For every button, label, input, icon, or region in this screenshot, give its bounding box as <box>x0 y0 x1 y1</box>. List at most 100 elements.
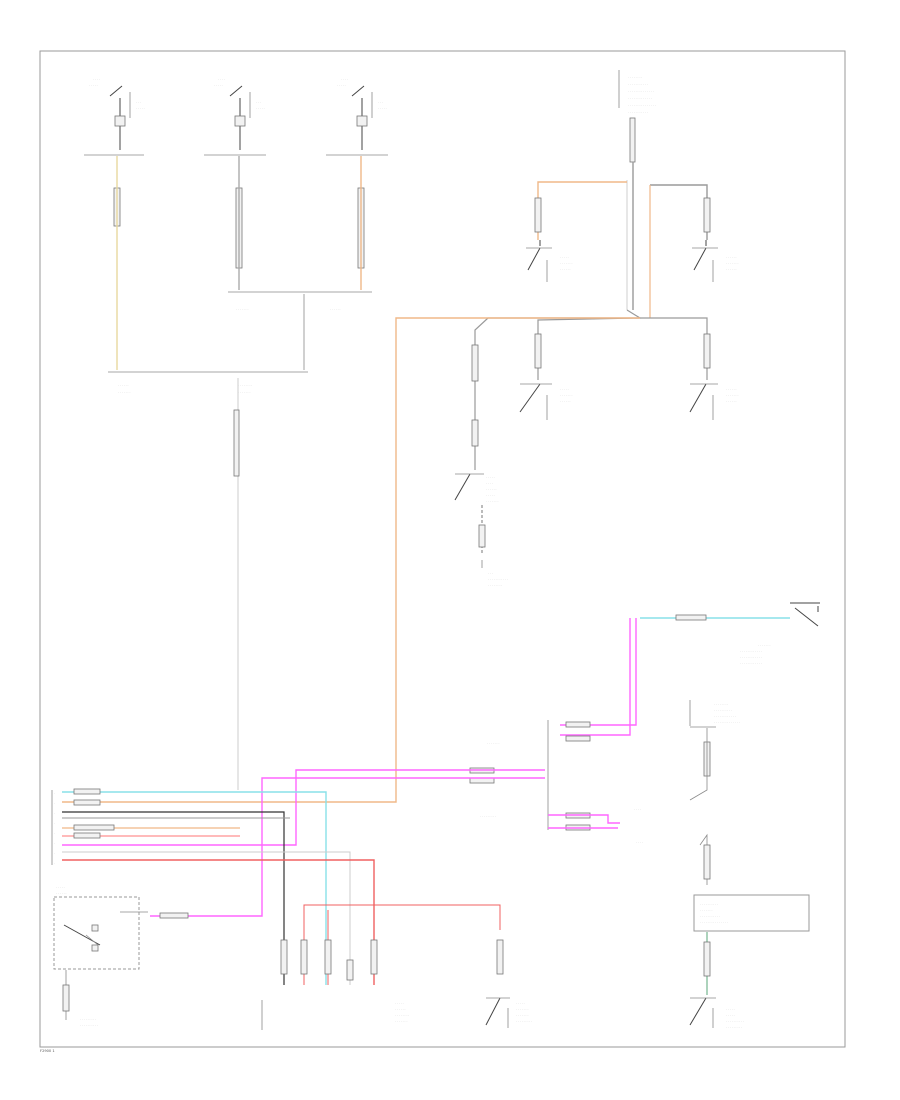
liftgate-switch: · · · · · · · · · · · · · · · · · · · · … <box>454 344 508 587</box>
svg-text:· · · · · · · · · · · · · ·: · · · · · · · · · · · · · · <box>714 720 740 724</box>
svg-text:· · · · · ·: · · · · · · <box>330 307 341 311</box>
svg-text:· · · · ·: · · · · · <box>726 1007 735 1011</box>
svg-text:· · · · · · ·: · · · · · · · <box>758 643 770 647</box>
svg-text:· · ·: · · · <box>136 100 141 104</box>
svg-text:· · · · · · · · ·: · · · · · · · · · <box>516 1019 532 1023</box>
svg-text:· · · · · · ·: · · · · · · · <box>395 1019 407 1023</box>
svg-text:· · · · ·: · · · · · <box>726 1013 735 1017</box>
diagram-frame <box>39 50 846 1048</box>
svg-text:·: · <box>54 851 55 855</box>
svg-text:· · · ·: · · · · <box>341 77 348 81</box>
svg-text:· · · · · · ·: · · · · · · · <box>516 1013 528 1017</box>
svg-text:·: · <box>54 811 55 815</box>
bottom-switch-1: · · · · · · · · · · · · · · · · · · · · … <box>395 1001 409 1023</box>
svg-text:· · · · · · · · ·: · · · · · · · · · <box>80 1017 96 1021</box>
svg-text:· · · · · · ·: · · · · · · · <box>560 393 572 397</box>
svg-text:· · · · · · · · · · ·: · · · · · · · · · · · <box>700 914 720 918</box>
svg-text:· · · · · · · · · · ·: · · · · · · · · · · · <box>488 577 508 581</box>
svg-text:· · · · ·: · · · · · <box>337 83 346 87</box>
svg-text:· · · · · ·: · · · · · · <box>726 267 737 271</box>
svg-text:· · · · · · · · · ·: · · · · · · · · · · <box>80 1023 98 1027</box>
svg-text:·: · <box>54 831 55 835</box>
feed-connector: · · · · · · · · · · · · · · · · · · · · … <box>618 70 656 163</box>
svg-text:· · · · ·: · · · · · <box>89 83 98 87</box>
svg-text:· · · · · · · ·: · · · · · · · · <box>714 702 728 706</box>
svg-text:· · · · · · ·: · · · · · · · <box>700 908 712 912</box>
svg-text:· · · · · ·: · · · · · · <box>56 891 67 895</box>
svg-text:·: · <box>54 821 55 825</box>
svg-text:· · · · ·: · · · · · <box>560 255 569 259</box>
svg-text:·: · <box>54 841 55 845</box>
svg-text:· · · · · ·: · · · · · · <box>560 267 571 271</box>
harness-bundle <box>62 788 504 985</box>
svg-text:· · · ·: · · · · <box>636 840 643 844</box>
door-switch-3: · · · · · · · · · · · · · · · · · <box>326 77 388 269</box>
svg-text:· · · · ·: · · · · · <box>378 106 387 110</box>
svg-text:· · · · · · ·: · · · · · · · <box>118 390 130 394</box>
door-switch-1: · · · · · · · · · · · · · · · · · <box>84 77 145 227</box>
svg-text:· · · · · · ·: · · · · · · · <box>726 261 738 265</box>
svg-text:· · · · · · · · · · · ·: · · · · · · · · · · · · <box>740 661 762 665</box>
svg-text:· · · · · · · · · · · · · ·: · · · · · · · · · · · · · · <box>628 89 654 93</box>
svg-text:· · · · · · · · ·: · · · · · · · · · <box>480 814 496 818</box>
svg-text:· · · · · · · · · · ·: · · · · · · · · · · · <box>628 82 648 86</box>
svg-text:· · · ·: · · · · <box>486 481 493 485</box>
svg-text:· · · · ·: · · · · · <box>486 475 495 479</box>
door-switch-lf: · · · · · · · · · · · · · · · · · · <box>526 197 572 282</box>
svg-text:· · · · · · · ·: · · · · · · · · <box>628 75 642 79</box>
svg-text:· · · · · · · ·: · · · · · · · · <box>395 1013 409 1017</box>
door-switch-rr: · · · · · · · · · · · · · · · · · · · <box>689 333 738 420</box>
svg-text:· · · · · ·: · · · · · · <box>486 487 497 491</box>
svg-text:· · · · · · · · · · ·: · · · · · · · · · · · <box>628 110 648 114</box>
door-switch-group: · · · · · · · · · · · · · · · · · · · · … <box>84 77 388 269</box>
svg-text:· · · · · ·: · · · · · · <box>726 387 737 391</box>
svg-text:· · · ·: · · · · <box>218 77 225 81</box>
svg-text:· · ·: · · · <box>378 100 383 104</box>
svg-text:· · · · ·: · · · · · <box>256 106 265 110</box>
svg-text:· · · · · · · ·: · · · · · · · · <box>488 583 502 587</box>
svg-text:· · · · · · ·: · · · · · · · <box>486 499 498 503</box>
svg-text:· · · · · · · · · · · ·: · · · · · · · · · · · · <box>740 649 762 653</box>
svg-text:· · · · · · · · · · · · ·: · · · · · · · · · · · · · <box>628 96 652 100</box>
svg-text:· · · · · · ·: · · · · · · · <box>516 1007 528 1011</box>
svg-text:· · · · ·: · · · · · <box>214 83 223 87</box>
svg-text:· · · ·: · · · · <box>634 807 641 811</box>
wire-orange-long <box>62 317 640 803</box>
svg-text:· · · · ·: · · · · · <box>486 493 495 497</box>
svg-text:·: · <box>54 861 55 865</box>
svg-text:· · · ·: · · · · <box>93 77 100 81</box>
svg-text:· · ·: · · · <box>488 571 493 575</box>
svg-text:· · · · · · ·: · · · · · · · <box>236 307 248 311</box>
diagram-footer-id: F2900 1 <box>40 1049 55 1053</box>
svg-text:·: · <box>54 791 55 795</box>
svg-text:· · · · ·: · · · · · <box>56 885 65 889</box>
svg-text:· · · · · · ·: · · · · · · · <box>487 741 499 745</box>
svg-text:· · · · · ·: · · · · · · <box>560 399 571 403</box>
svg-text:· · · · · ·: · · · · · · <box>726 399 737 403</box>
hood-switch: · · · · · · · · · · · · · · · · · · · · … <box>740 602 820 665</box>
svg-text:· · · · · ·: · · · · · · <box>395 1007 406 1011</box>
svg-text:· · · · · ·: · · · · · · <box>726 255 737 259</box>
svg-text:· · ·: · · · <box>256 100 261 104</box>
svg-text:· · · · · · ·: · · · · · · · <box>726 393 738 397</box>
svg-text:· · · · · ·: · · · · · · <box>118 383 129 387</box>
svg-text:· · · · · · · · · · · · · · ·: · · · · · · · · · · · · · · · <box>700 920 728 924</box>
svg-text:· · · · · · · · · · · ·: · · · · · · · · · · · · <box>740 655 762 659</box>
module-pin-column: · · · · · · · · <box>51 790 55 865</box>
svg-text:·: · <box>54 801 55 805</box>
svg-text:· · · · · · · · · · · ·: · · · · · · · · · · · · <box>714 714 736 718</box>
svg-text:· · · · · · · · · ·: · · · · · · · · · · <box>726 1019 744 1023</box>
svg-text:· · · · · · ·: · · · · · · · <box>238 390 250 394</box>
door-switch-lr: · · · · · · · · · · · · · · · · · · <box>519 333 572 420</box>
ignition-switch: · · · · · · · · · · · · · · · · · · · · … <box>53 885 148 1027</box>
svg-text:· · · · · · · ·: · · · · · · · · <box>238 383 252 387</box>
svg-text:· · · · ·: · · · · · <box>136 106 145 110</box>
right-module: · · · · · · · · · · · · · · · · · · · · … <box>689 700 810 1029</box>
bottom-switch-2: · · · · · · · · · · · · · · · · · · · · … <box>485 997 532 1028</box>
svg-text:· · · · ·: · · · · · <box>516 1001 525 1005</box>
svg-text:· · · · ·: · · · · · <box>395 1001 404 1005</box>
svg-text:· · · · · · · · ·: · · · · · · · · · <box>726 1025 742 1029</box>
door-switch-rf: · · · · · · · · · · · · · · · · · · · <box>692 197 738 282</box>
svg-text:· · · · · · ·: · · · · · · · <box>560 261 572 265</box>
